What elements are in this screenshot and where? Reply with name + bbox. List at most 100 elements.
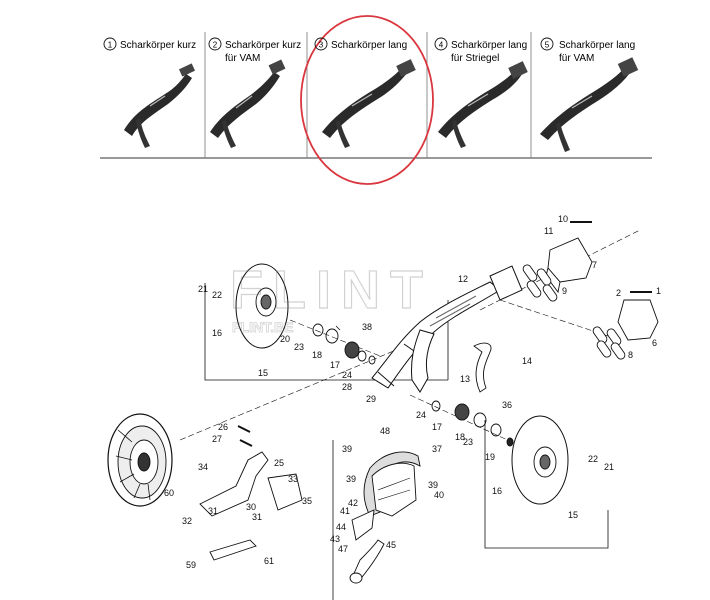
callout-48: 48 xyxy=(380,426,390,436)
callout-35: 35 xyxy=(302,496,312,506)
variant-subtitle: für VAM xyxy=(225,53,260,64)
callout-24: 24 xyxy=(342,370,352,380)
callout-39: 39 xyxy=(346,474,356,484)
callout-16: 16 xyxy=(492,486,502,496)
callout-9: 9 xyxy=(562,286,567,296)
variant-number: 4 xyxy=(439,41,444,50)
callout-34: 34 xyxy=(198,462,208,472)
callout-17: 17 xyxy=(432,422,442,432)
center-line xyxy=(239,299,381,357)
bearing-set-right xyxy=(431,400,514,447)
variant-number: 1 xyxy=(108,41,113,50)
callout-60: 60 xyxy=(164,488,174,498)
callout-19: 19 xyxy=(485,452,495,462)
variant-title: Scharkörper kurz xyxy=(225,40,301,51)
callout-15: 15 xyxy=(568,510,578,520)
exploded-view xyxy=(107,221,659,600)
variant-number-badge xyxy=(208,37,222,51)
watermark-text: FLINT xyxy=(230,260,433,320)
shank-icon xyxy=(210,59,286,148)
bearing-set-left xyxy=(312,323,376,365)
variant-1[interactable]: 1 Scharkörper kurz xyxy=(103,37,196,148)
center-line xyxy=(179,339,421,441)
variant-title: Scharkörper kurz xyxy=(120,40,196,51)
shank-icon xyxy=(438,61,528,148)
callout-18: 18 xyxy=(312,350,322,360)
callout-23: 23 xyxy=(294,342,304,352)
mounting-plate-right xyxy=(592,299,659,360)
callout-14: 14 xyxy=(522,356,532,366)
callout-15: 15 xyxy=(258,368,268,378)
main-shank xyxy=(371,265,523,393)
callout-43: 43 xyxy=(330,534,340,544)
callout-47: 47 xyxy=(338,544,348,554)
callout-8: 8 xyxy=(628,350,633,360)
callout-7: 7 xyxy=(592,260,597,270)
callout-21: 21 xyxy=(198,284,208,294)
callout-44: 44 xyxy=(336,522,346,532)
wheel-arm xyxy=(199,451,269,517)
callout-29: 29 xyxy=(366,394,376,404)
shank-icon xyxy=(540,57,639,152)
variant-header: 1 Scharkörper kurz 2 Scharkörper kurz fü… xyxy=(100,15,652,185)
variant-title: Scharkörper lang xyxy=(331,40,407,51)
callout-32: 32 xyxy=(182,516,192,526)
variant-number-badge xyxy=(540,37,554,51)
callout-23: 23 xyxy=(463,437,473,447)
callout-37: 37 xyxy=(432,444,442,454)
variant-title: Scharkörper lang xyxy=(559,40,635,51)
variant-number: 2 xyxy=(213,41,218,50)
shank-icon xyxy=(124,63,196,148)
callout-20: 20 xyxy=(280,334,290,344)
callout-13: 13 xyxy=(460,374,470,384)
callout-42: 42 xyxy=(348,498,358,508)
callout-25: 25 xyxy=(274,458,284,468)
callout-22: 22 xyxy=(588,454,598,464)
callout-45: 45 xyxy=(386,540,396,550)
variant-5[interactable]: 5 Scharkörper lang für VAM xyxy=(540,37,639,152)
variant-subtitle: für VAM xyxy=(559,53,594,64)
callout-18: 18 xyxy=(455,432,465,442)
callout-30: 30 xyxy=(246,502,256,512)
bolt xyxy=(239,439,253,447)
variant-3[interactable]: 3 Scharkörper lang xyxy=(300,15,434,185)
mounting-plate-top xyxy=(522,237,593,302)
callout-40: 40 xyxy=(434,490,444,500)
callout-17: 17 xyxy=(330,360,340,370)
callout-22: 22 xyxy=(212,290,222,300)
callout-26: 26 xyxy=(218,422,228,432)
callout-59: 59 xyxy=(186,560,196,570)
callout-21: 21 xyxy=(604,462,614,472)
callout-36: 36 xyxy=(502,400,512,410)
scraper xyxy=(473,342,492,393)
shank-icon xyxy=(322,59,416,148)
callout-38: 38 xyxy=(362,322,372,332)
disc-left xyxy=(235,263,289,349)
watermark: FLINT FLINT.BE xyxy=(229,259,433,335)
callout-41: 41 xyxy=(340,506,350,516)
callout-61: 61 xyxy=(264,556,274,566)
callout-10: 10 xyxy=(558,214,568,224)
callout-39: 39 xyxy=(428,480,438,490)
bracket-33 xyxy=(267,473,303,511)
variant-4[interactable]: 4 Scharkörper lang für Striegel xyxy=(434,37,528,148)
center-line xyxy=(499,299,621,341)
callout-31: 31 xyxy=(208,506,218,516)
gauge-wheel xyxy=(107,413,173,507)
callout-16: 16 xyxy=(212,328,222,338)
callout-31: 31 xyxy=(252,512,262,522)
bolt xyxy=(237,425,251,433)
highlight-ring xyxy=(300,15,434,185)
callout-28: 28 xyxy=(342,382,352,392)
watermark-subtext: FLINT.BE xyxy=(232,319,293,335)
callout-24: 24 xyxy=(416,410,426,420)
group-line-15-right xyxy=(484,420,609,549)
variant-number-badge xyxy=(314,37,328,51)
variant-2[interactable]: 2 Scharkörper kurz für VAM xyxy=(208,37,301,148)
variant-subtitle: für Striegel xyxy=(451,53,499,64)
variant-number: 5 xyxy=(545,41,550,50)
callout-27: 27 xyxy=(212,434,222,444)
press-assembly xyxy=(349,451,421,584)
lever-59 xyxy=(209,539,257,561)
